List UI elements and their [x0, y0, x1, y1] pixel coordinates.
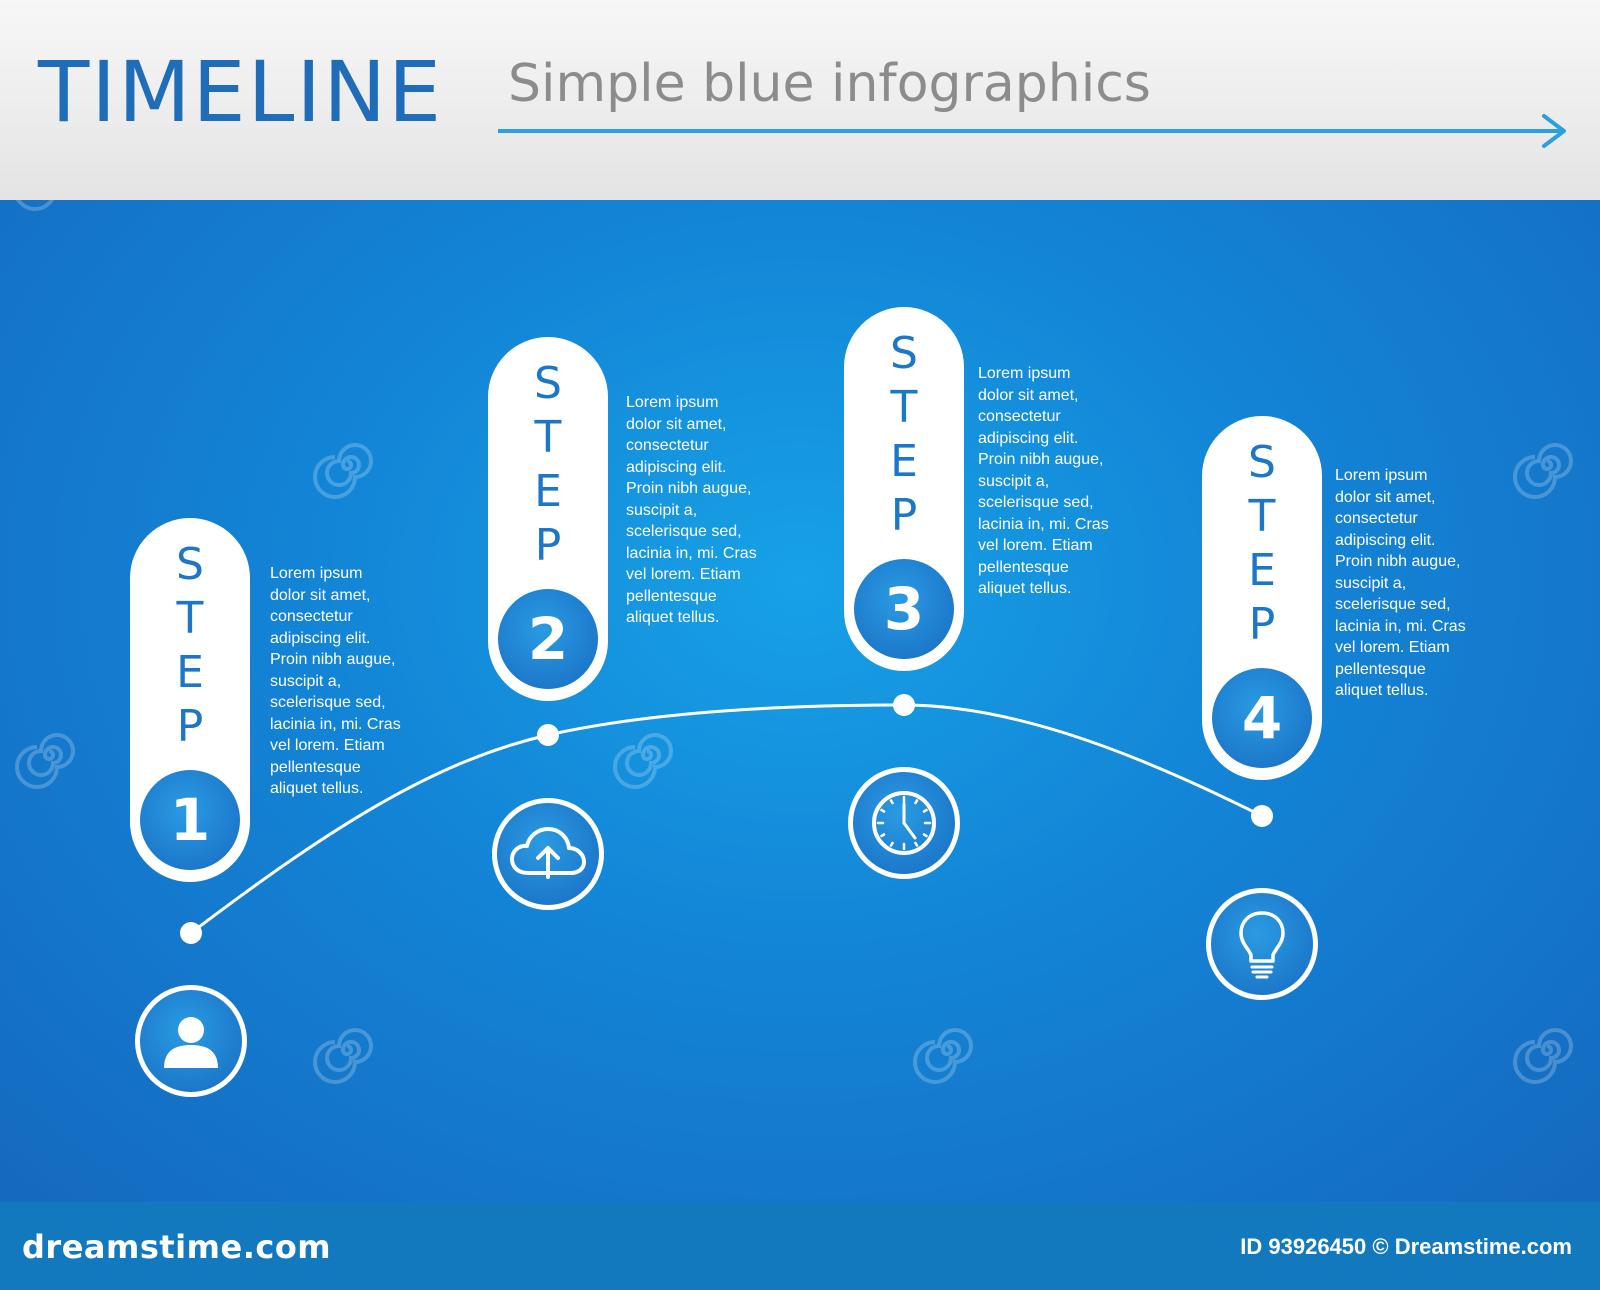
footer-bar: dreamstime.com ID 93926450 © Dreamstime.… [0, 1202, 1600, 1290]
description-line: scelerisque sed, [978, 494, 1094, 511]
description-line: Proin nibh augue, [270, 651, 396, 668]
header-band: TIMELINE Simple blue infographics [0, 0, 1600, 200]
footer-site-logo: dreamstime.com [22, 1228, 332, 1266]
footer-image-credit: ID 93926450 © Dreamstime.com [1240, 1234, 1572, 1259]
timeline-node-4 [1251, 805, 1273, 827]
step-2-icon [492, 798, 604, 910]
step-4-icon [1206, 888, 1318, 1000]
step-2-number: 2 [498, 589, 598, 689]
description-line: dolor sit amet, [626, 415, 727, 433]
description-line: consectetur [270, 608, 353, 625]
description-line: Proin nibh augue, [1335, 553, 1461, 570]
step-1-number: 1 [140, 770, 240, 870]
step-2-description: Lorem ipsum dolor sit amet, consectetur … [626, 392, 786, 629]
description-line: dolor sit amet, [978, 386, 1079, 404]
page-title: TIMELINE [38, 43, 444, 141]
description-line: suscipit a, [978, 472, 1050, 490]
step-1-icon [135, 985, 247, 1097]
description-line: consectetur [978, 408, 1061, 425]
step-2-label: S T E P [488, 357, 608, 573]
step-letter: T [176, 593, 204, 644]
step-3-number: 3 [854, 559, 954, 659]
step-letter: S [534, 358, 562, 409]
step-letter: T [1248, 491, 1276, 542]
description-line: aliquet tellus. [626, 609, 720, 626]
description-line: adipiscing elit. [270, 629, 371, 647]
step-3-label: S T E P [844, 327, 964, 543]
timeline-connector [180, 694, 1273, 944]
step-4-description: Lorem ipsum dolor sit amet, consectetur … [1335, 465, 1495, 702]
step-1-pill: S T E P 1 [130, 518, 250, 882]
description-line: vel lorem. Etiam [270, 737, 385, 754]
clock-icon [872, 791, 936, 855]
step-letter: P [176, 701, 204, 752]
step-4-pill: S T E P 4 [1202, 416, 1322, 780]
description-line: adipiscing elit. [626, 458, 727, 476]
description-line: pellentesque [1335, 660, 1426, 678]
description-line: lacinia in, mi. Cras [270, 715, 401, 733]
timeline-node-3 [893, 694, 915, 716]
description-line: vel lorem. Etiam [978, 537, 1093, 554]
description-line: consectetur [1335, 510, 1418, 527]
description-line: suscipit a, [270, 672, 342, 690]
description-line: vel lorem. Etiam [1335, 639, 1450, 656]
timeline-node-2 [537, 724, 559, 746]
description-line: aliquet tellus. [1335, 682, 1429, 699]
description-line: consectetur [626, 437, 709, 454]
description-line: Lorem ipsum [270, 565, 363, 582]
description-line: dolor sit amet, [270, 586, 371, 604]
step-letter: T [534, 412, 562, 463]
user-icon [164, 1017, 218, 1068]
step-letter: E [890, 436, 918, 487]
description-line: aliquet tellus. [978, 580, 1072, 597]
step-letter: S [890, 328, 918, 379]
timeline-node-1 [180, 922, 202, 944]
step-1-label: S T E P [130, 538, 250, 754]
description-line: pellentesque [978, 558, 1069, 576]
description-line: scelerisque sed, [270, 694, 386, 711]
lightbulb-icon [1239, 911, 1285, 979]
description-line: Lorem ipsum [1335, 467, 1428, 484]
description-line: Lorem ipsum [626, 394, 719, 411]
description-line: lacinia in, mi. Cras [1335, 617, 1466, 635]
description-line: adipiscing elit. [978, 429, 1079, 447]
step-letter: T [890, 382, 918, 433]
step-letter: S [1248, 437, 1276, 488]
description-line: scelerisque sed, [626, 523, 742, 540]
description-line: suscipit a, [1335, 574, 1407, 592]
step-letter: E [1248, 545, 1276, 596]
step-letter: S [176, 539, 204, 590]
description-line: lacinia in, mi. Cras [978, 515, 1109, 533]
step-1-description: Lorem ipsum dolor sit amet, consectetur … [270, 563, 430, 800]
step-letter: P [1248, 599, 1276, 650]
step-4-label: S T E P [1202, 436, 1322, 652]
step-2-pill: S T E P 2 [488, 337, 608, 701]
description-line: Proin nibh augue, [626, 480, 752, 497]
description-line: dolor sit amet, [1335, 488, 1436, 506]
description-line: aliquet tellus. [270, 780, 364, 797]
step-letter: E [176, 647, 204, 698]
description-line: lacinia in, mi. Cras [626, 544, 757, 562]
description-line: scelerisque sed, [1335, 596, 1451, 613]
step-letter: P [890, 490, 918, 541]
description-line: Proin nibh augue, [978, 451, 1104, 468]
description-line: vel lorem. Etiam [626, 566, 741, 583]
step-3-pill: S T E P 3 [844, 307, 964, 671]
page-subtitle: Simple blue infographics [508, 54, 1151, 114]
step-letter: E [534, 466, 562, 517]
step-3-icon [848, 767, 960, 879]
description-line: adipiscing elit. [1335, 531, 1436, 549]
step-4-number: 4 [1212, 668, 1312, 768]
step-3-description: Lorem ipsum dolor sit amet, consectetur … [978, 363, 1138, 600]
timeline-panel: S T E P 1 Lorem ipsum dolor sit amet, co… [0, 200, 1600, 1202]
description-line: pellentesque [626, 587, 717, 605]
description-line: Lorem ipsum [978, 365, 1071, 382]
step-letter: P [534, 520, 562, 571]
description-line: suscipit a, [626, 501, 698, 519]
cloud-upload-icon [510, 827, 586, 879]
description-line: pellentesque [270, 758, 361, 776]
header-arrow-icon [498, 114, 1566, 148]
